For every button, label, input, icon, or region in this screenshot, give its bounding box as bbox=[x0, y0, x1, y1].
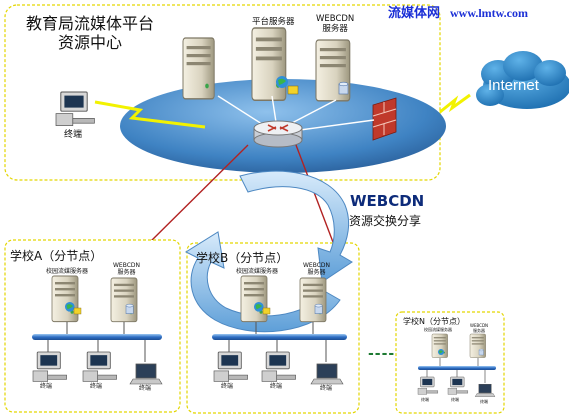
school-b-webcdn-label-line2: 服务器 bbox=[307, 269, 326, 276]
firewall-icon bbox=[372, 97, 397, 141]
school-n-lan-backbone bbox=[418, 366, 496, 370]
school-b-webcdn-label: WEBCDN 服务器 bbox=[303, 262, 330, 276]
school-a-webcdn-label: WEBCDN 服务器 bbox=[113, 262, 140, 276]
school-a-title: 学校A（分节点） bbox=[10, 249, 103, 263]
internet-lightning bbox=[439, 93, 471, 114]
uplink-school-a bbox=[147, 144, 249, 245]
webcdn-server-label-line2: 服务器 bbox=[322, 24, 348, 34]
school-a-webcdn-label-line1: WEBCDN bbox=[113, 262, 141, 269]
webcdn-server-label: WEBCDN 服务器 bbox=[316, 14, 354, 34]
internet-label: Internet bbox=[488, 77, 539, 94]
school-b-terminal-3-label: 终端 bbox=[320, 385, 333, 392]
hub-terminal-label: 终端 bbox=[64, 130, 83, 140]
hub-title: 教育局流媒体平台 资源中心 bbox=[26, 14, 154, 52]
school-b-campus-server-label: 校园流媒服务器 bbox=[236, 268, 279, 275]
exchange-title: WEBCDN bbox=[350, 192, 425, 210]
school-a-disk-icon bbox=[125, 303, 134, 314]
link-firewall-router bbox=[299, 119, 375, 131]
school-a-webcdn-server-icon bbox=[110, 277, 138, 323]
school-b-disk-icon bbox=[314, 303, 323, 314]
school-n-terminal-1-label: 终端 bbox=[421, 397, 429, 402]
school-n-webcdn-label: WEBCDN 服务器 bbox=[470, 323, 488, 333]
school-n-campus-server-label: 校园流媒服务器 bbox=[424, 327, 452, 332]
school-b-globe-icon bbox=[254, 302, 264, 312]
terminal-lightning bbox=[94, 100, 206, 129]
school-n-disk-icon bbox=[478, 348, 484, 356]
school-n-webcdn-label-line2: 服务器 bbox=[473, 328, 486, 333]
school-a-terminal-1-label: 终端 bbox=[40, 383, 53, 390]
school-b-title: 学校B（分节点） bbox=[196, 251, 289, 265]
school-b-webcdn-label-line1: WEBCDN bbox=[303, 262, 331, 269]
webcdn-server-label-line1: WEBCDN bbox=[316, 14, 355, 24]
school-b-terminal-2-label: 终端 bbox=[270, 383, 283, 390]
webcdn-disk-icon bbox=[338, 81, 349, 95]
watermark-site: 流媒体网 bbox=[388, 5, 441, 20]
watermark-url: www.lmtw.com bbox=[450, 6, 529, 20]
hub-title-line1: 教育局流媒体平台 bbox=[26, 14, 155, 33]
school-a-terminal-3-label: 终端 bbox=[139, 385, 152, 392]
platform-server-icon bbox=[251, 27, 287, 102]
school-a-webcdn-label-line2: 服务器 bbox=[117, 269, 136, 276]
school-a-campus-server-label: 校园流媒服务器 bbox=[46, 268, 89, 275]
link-platform-router bbox=[271, 95, 277, 123]
internet-cloud bbox=[476, 51, 569, 109]
watermark: 流媒体网 www.lmtw.com bbox=[388, 2, 528, 21]
school-b-folder-icon bbox=[262, 307, 271, 315]
link-rack-router bbox=[217, 95, 263, 125]
school-a-campus-server-icon bbox=[51, 275, 79, 323]
exchange-subtitle: 资源交换分享 bbox=[349, 214, 422, 228]
school-n-terminal-3-label: 终端 bbox=[480, 399, 488, 404]
platform-server-label: 平台服务器 bbox=[252, 17, 295, 27]
hub-rack-server bbox=[182, 37, 215, 100]
link-webcdn-router bbox=[289, 99, 337, 125]
platform-globe-icon bbox=[276, 76, 288, 88]
platform-folder-icon bbox=[287, 85, 299, 95]
school-b-webcdn-server-icon bbox=[299, 277, 327, 323]
school-a-folder-icon bbox=[73, 307, 82, 315]
more-schools-ellipsis: ---- bbox=[368, 346, 396, 362]
router-icon bbox=[253, 120, 303, 148]
school-b-lan-backbone bbox=[212, 334, 347, 340]
school-b-campus-server-icon bbox=[240, 275, 268, 323]
school-a-lan-backbone bbox=[32, 334, 162, 340]
school-n-globe-icon bbox=[438, 349, 444, 355]
uplink-school-b bbox=[295, 144, 337, 251]
hub-title-line2: 资源中心 bbox=[58, 33, 123, 52]
school-a-globe-icon bbox=[65, 302, 75, 312]
school-n-terminal-2-label: 终端 bbox=[451, 397, 459, 402]
school-n-title: 学校N（分节点） bbox=[403, 317, 465, 326]
school-b-terminal-1-label: 终端 bbox=[221, 383, 234, 390]
school-a-terminal-2-label: 终端 bbox=[90, 383, 103, 390]
school-n-webcdn-label-line1: WEBCDN bbox=[470, 323, 489, 328]
